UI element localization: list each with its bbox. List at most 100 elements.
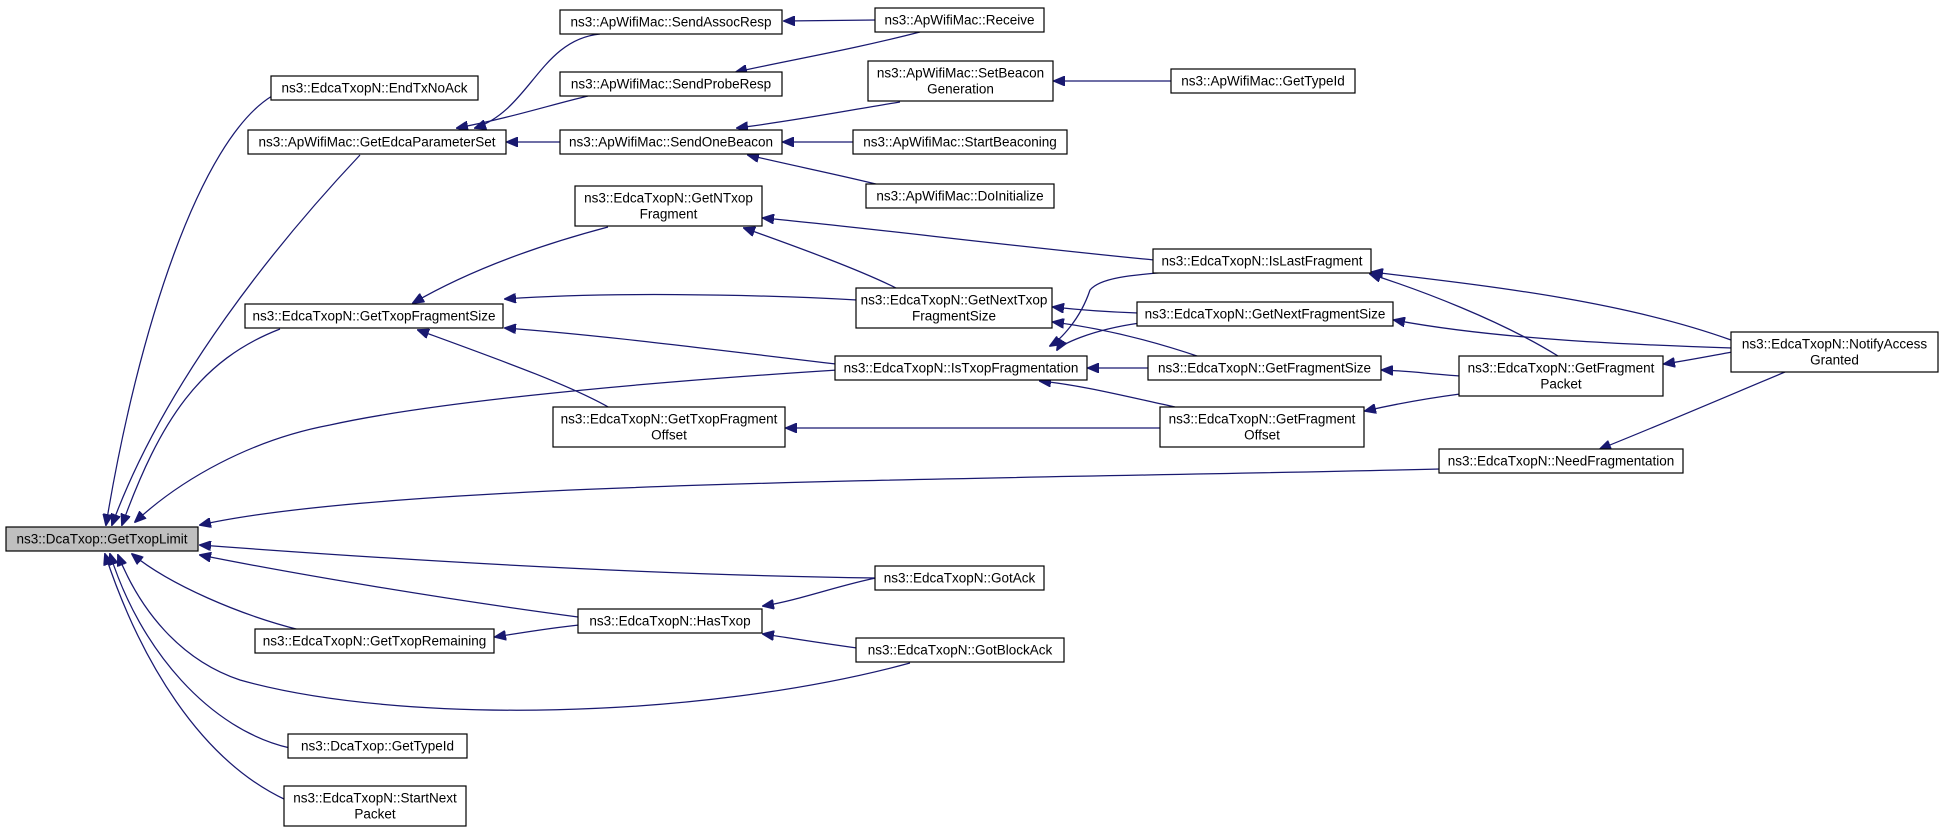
node-box[interactable] — [852, 129, 1068, 155]
edge-needFragmentation-to-root — [200, 468, 1441, 525]
node-sendOneBeacon[interactable]: ns3::ApWifiMac::SendOneBeacon — [559, 129, 783, 155]
node-box[interactable] — [287, 733, 468, 759]
node-label: ns3::ApWifiMac::StartBeaconing — [863, 135, 1057, 150]
edge-gotBlockAck-to-root — [118, 555, 911, 711]
edge-getTxopFragOffset-to-getTxopFragSize — [418, 330, 611, 409]
node-needFragmentation[interactable]: ns3::EdcaTxopN::NeedFragmentation — [1438, 448, 1684, 474]
node-box[interactable] — [1730, 331, 1939, 373]
node-label: ns3::ApWifiMac::GetTypeId — [1181, 74, 1345, 89]
node-box[interactable] — [1458, 355, 1664, 397]
node-label: ns3::EdcaTxopN::GetNextTxop — [861, 293, 1048, 308]
node-getTxopRemaining[interactable]: ns3::EdcaTxopN::GetTxopRemaining — [254, 628, 495, 654]
node-box[interactable] — [254, 628, 495, 654]
node-label: Offset — [651, 428, 687, 443]
node-label: ns3::DcaTxop::GetTypeId — [301, 739, 454, 754]
node-box[interactable] — [574, 185, 763, 227]
node-box[interactable] — [559, 71, 783, 97]
node-doInitialize[interactable]: ns3::ApWifiMac::DoInitialize — [865, 183, 1055, 209]
edge-notifyAccessGranted-to-getNextFragSize — [1394, 320, 1733, 349]
node-box[interactable] — [1136, 301, 1394, 327]
node-getFragSize[interactable]: ns3::EdcaTxopN::GetFragmentSize — [1147, 355, 1382, 381]
node-getNextFragSize[interactable]: ns3::EdcaTxopN::GetNextFragmentSize — [1136, 301, 1394, 327]
node-getTxopFragSize[interactable]: ns3::EdcaTxopN::GetTxopFragmentSize — [244, 303, 504, 329]
node-label: Offset — [1244, 428, 1280, 443]
edge-notifyAccessGranted-to-needFragmentation — [1600, 371, 1786, 449]
node-label: ns3::EdcaTxopN::NotifyAccess — [1742, 337, 1928, 352]
node-gotBlockAck[interactable]: ns3::EdcaTxopN::GotBlockAck — [855, 637, 1065, 663]
edge-hasTxop-to-root — [200, 555, 579, 618]
node-box[interactable] — [5, 526, 199, 552]
edge-gotAck-to-hasTxop — [763, 577, 877, 606]
edge-endTxNoAck-to-root — [106, 95, 273, 525]
edge-hasTxop-to-getTxopRemaining — [495, 624, 580, 637]
node-box[interactable] — [552, 406, 786, 448]
node-isLastFragment[interactable]: ns3::EdcaTxopN::IsLastFragment — [1152, 248, 1372, 274]
node-box[interactable] — [874, 565, 1045, 591]
node-label: ns3::EdcaTxopN::GotBlockAck — [868, 643, 1053, 658]
edge-getFragPacket-to-getFragSize — [1382, 370, 1461, 377]
edge-gotBlockAck-to-hasTxop — [763, 634, 858, 649]
node-box[interactable] — [1147, 355, 1382, 381]
node-gotAck[interactable]: ns3::EdcaTxopN::GotAck — [874, 565, 1045, 591]
node-box[interactable] — [247, 129, 507, 155]
node-getTypeIdAp[interactable]: ns3::ApWifiMac::GetTypeId — [1170, 68, 1356, 94]
edge-getTxopRemaining-to-root — [132, 554, 301, 631]
node-box[interactable] — [834, 355, 1088, 381]
node-root[interactable]: ns3::DcaTxop::GetTxopLimit — [5, 526, 199, 552]
node-label: ns3::EdcaTxopN::StartNext — [293, 791, 457, 806]
node-label: ns3::EdcaTxopN::GetFragment — [1169, 412, 1356, 427]
edge-sendProbeResp-to-getEdcaParam — [457, 95, 589, 128]
node-box[interactable] — [1159, 406, 1365, 448]
node-box[interactable] — [855, 287, 1053, 329]
node-box[interactable] — [283, 785, 467, 827]
node-box[interactable] — [1170, 68, 1356, 94]
node-box[interactable] — [1152, 248, 1372, 274]
node-box[interactable] — [867, 60, 1054, 102]
node-box[interactable] — [244, 303, 504, 329]
node-sendProbeResp[interactable]: ns3::ApWifiMac::SendProbeResp — [559, 71, 783, 97]
node-label: ns3::ApWifiMac::SetBeacon — [877, 66, 1044, 81]
node-box[interactable] — [855, 637, 1065, 663]
node-endTxNoAck[interactable]: ns3::EdcaTxopN::EndTxNoAck — [270, 75, 479, 101]
edge-getTxopFragSize-to-root — [122, 328, 281, 525]
node-box[interactable] — [874, 7, 1045, 33]
node-box[interactable] — [865, 183, 1055, 209]
edge-getNTxopFrag-to-getTxopFragSize — [413, 226, 609, 303]
edge-getFragPacket-to-isLastFragment — [1370, 274, 1559, 357]
node-label: ns3::ApWifiMac::GetEdcaParameterSet — [258, 135, 495, 150]
edge-getNextFragSize-to-isTxopFragmentation — [1057, 322, 1141, 350]
node-startBeaconing[interactable]: ns3::ApWifiMac::StartBeaconing — [852, 129, 1068, 155]
node-sendAssocResp[interactable]: ns3::ApWifiMac::SendAssocResp — [559, 9, 783, 35]
node-box[interactable] — [559, 9, 783, 35]
node-getTypeIdDca[interactable]: ns3::DcaTxop::GetTypeId — [287, 733, 468, 759]
node-hasTxop[interactable]: ns3::EdcaTxopN::HasTxop — [577, 608, 763, 634]
edge-gotAck-to-root — [200, 545, 877, 579]
node-label: ns3::EdcaTxopN::GetTxopFragmentSize — [252, 309, 495, 324]
node-box[interactable] — [559, 129, 783, 155]
node-isTxopFragmentation[interactable]: ns3::EdcaTxopN::IsTxopFragmentation — [834, 355, 1088, 381]
node-box[interactable] — [1438, 448, 1684, 474]
edge-getFragOffset-to-isTxopFragmentation — [1040, 381, 1176, 408]
node-receive[interactable]: ns3::ApWifiMac::Receive — [874, 7, 1045, 33]
node-box[interactable] — [270, 75, 479, 101]
node-label: Fragment — [640, 207, 698, 222]
node-label: ns3::EdcaTxopN::GetNextFragmentSize — [1145, 307, 1386, 322]
edge-notifyAccessGranted-to-getFragPacket — [1664, 351, 1733, 364]
node-label: FragmentSize — [912, 309, 996, 324]
node-getEdcaParam[interactable]: ns3::ApWifiMac::GetEdcaParameterSet — [247, 129, 507, 155]
node-label: ns3::EdcaTxopN::GetFragment — [1468, 361, 1655, 376]
node-label: Granted — [1810, 353, 1859, 368]
node-box[interactable] — [577, 608, 763, 634]
node-label: ns3::ApWifiMac::SendAssocResp — [570, 15, 771, 30]
node-label: ns3::EdcaTxopN::NeedFragmentation — [1448, 454, 1675, 469]
node-label: Generation — [927, 82, 994, 97]
